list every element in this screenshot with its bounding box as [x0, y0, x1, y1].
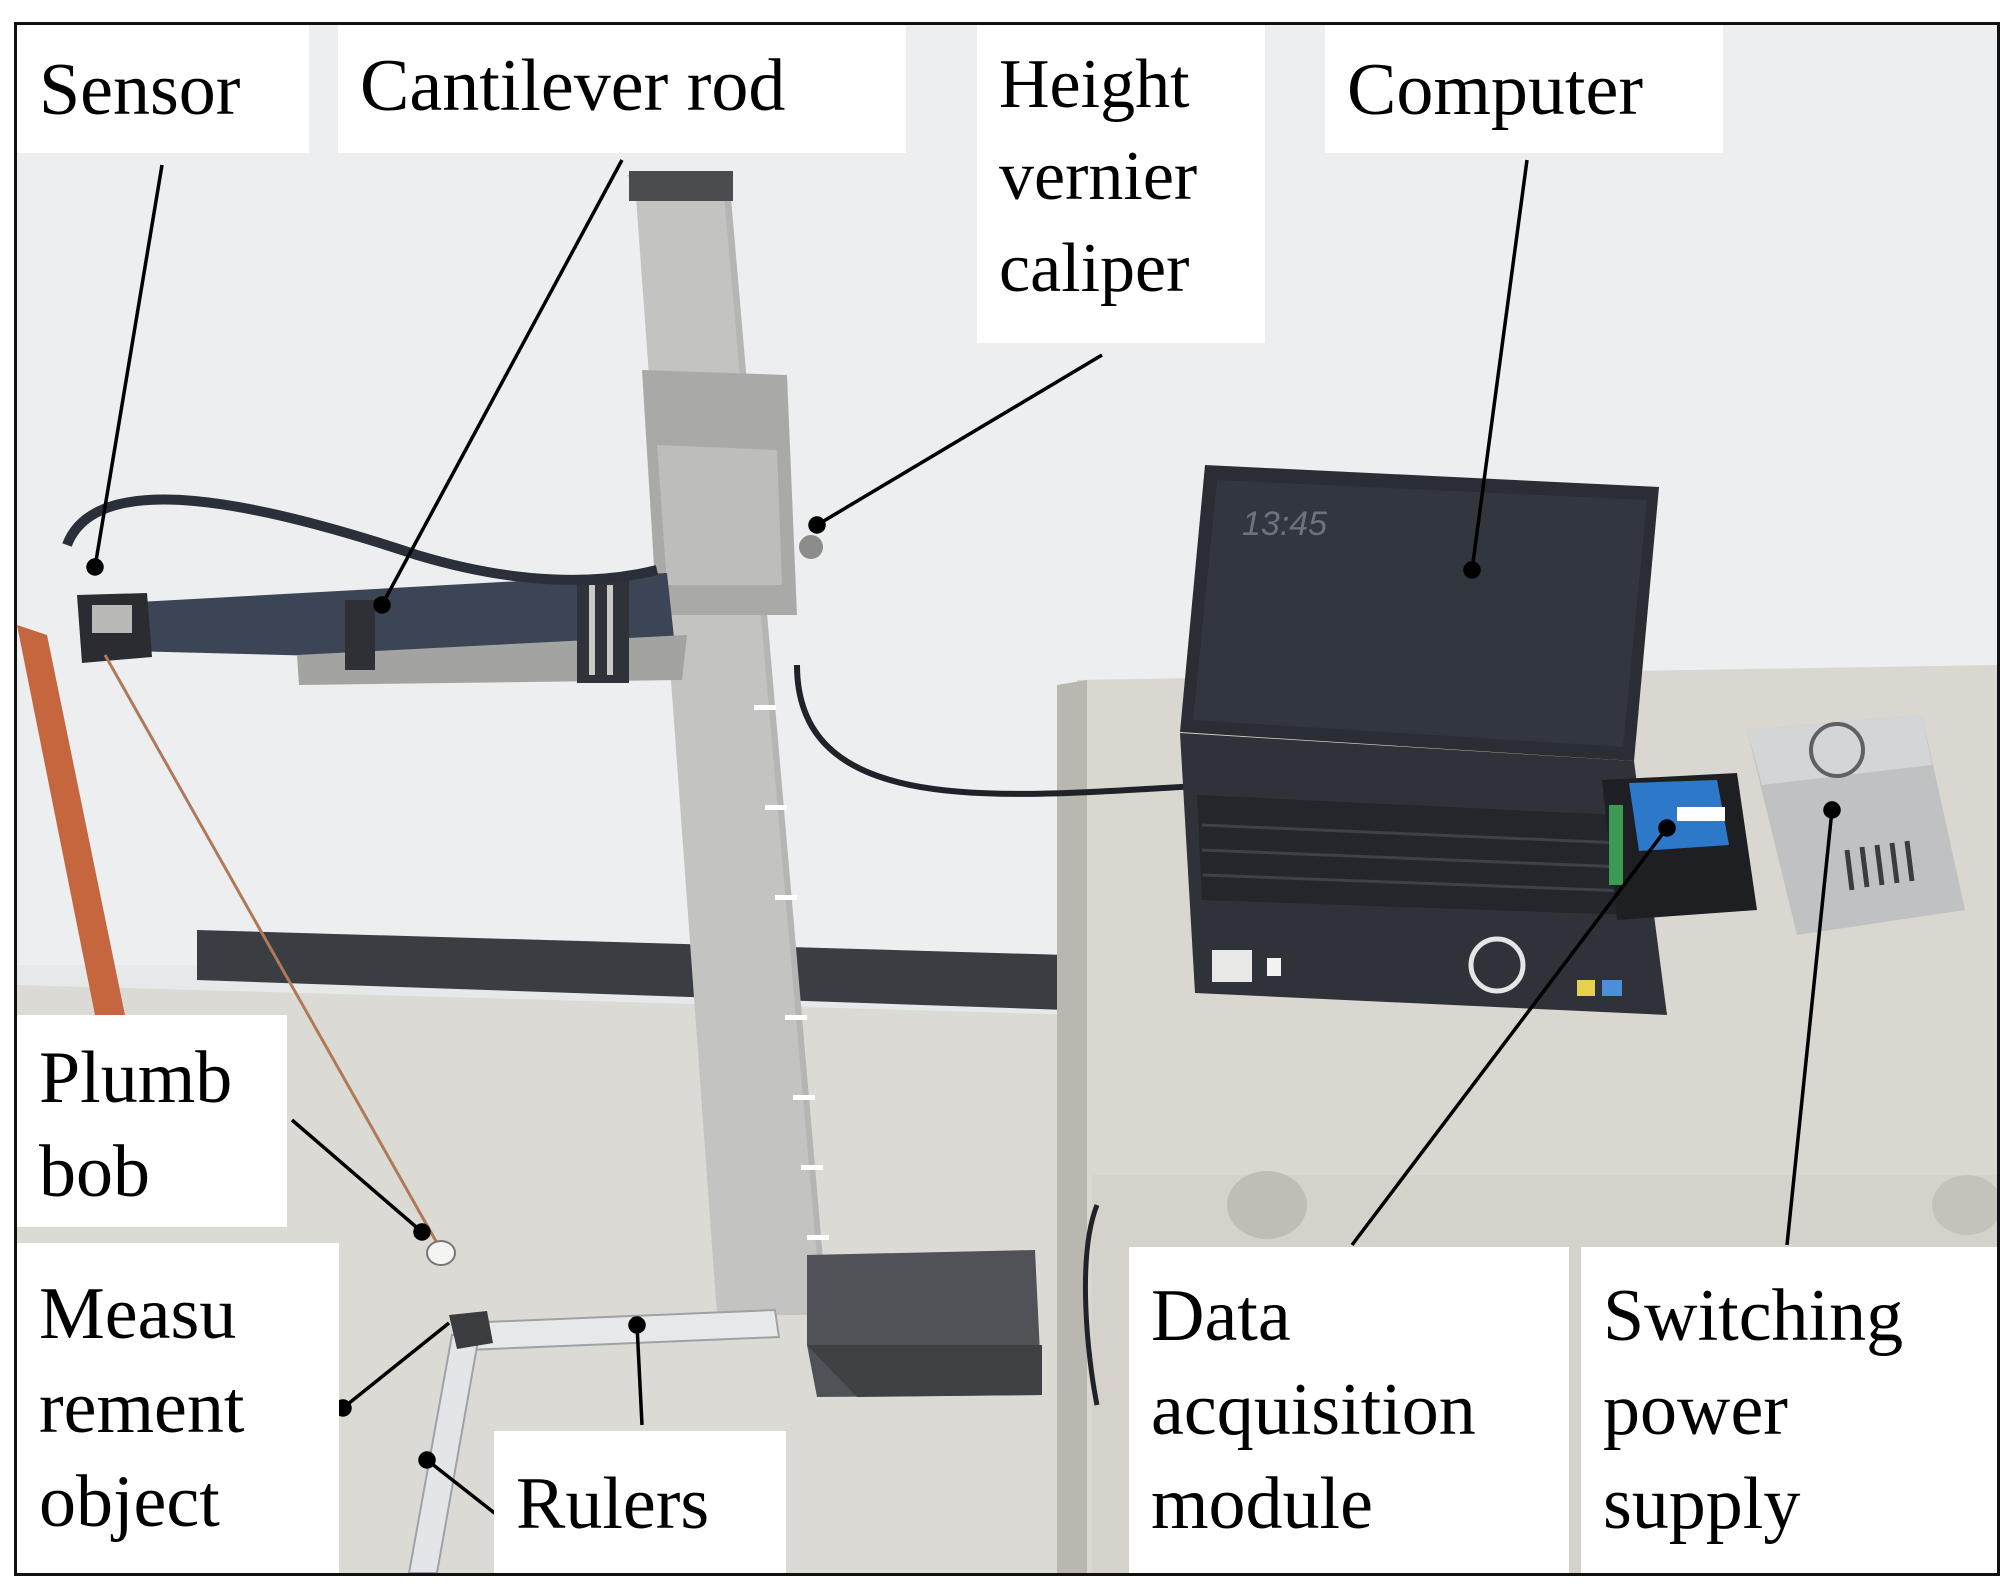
label-cantilever-rod: Cantilever rod [338, 25, 906, 153]
label-computer: Computer [1325, 25, 1723, 153]
label-rulers: Rulers [494, 1431, 786, 1573]
label-data-acquisition-module: Data acquisition module [1129, 1247, 1569, 1573]
label-sensor: Sensor [17, 25, 309, 153]
label-measurement-object: Measu rement object [17, 1243, 339, 1573]
label-plumb-bob: Plumb bob [17, 1015, 287, 1227]
label-height-vernier-caliper: Height vernier caliper [977, 25, 1265, 343]
label-switching-power-supply: Switching power supply [1581, 1247, 1997, 1573]
laptop-clock: 13:45 [1242, 505, 1327, 543]
figure-frame: 13:45 [14, 22, 2000, 1576]
